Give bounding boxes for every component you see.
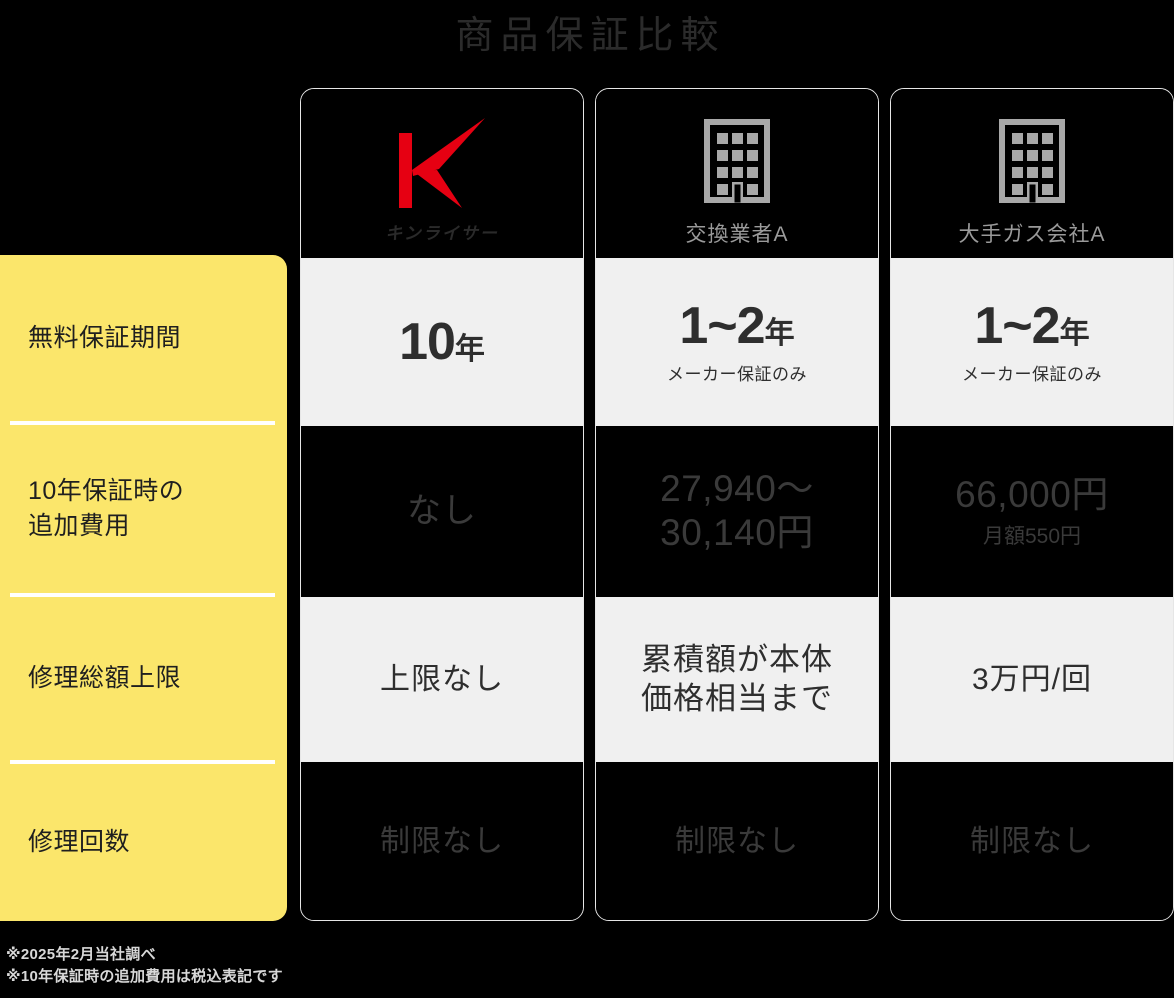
cell-unit: 年 bbox=[1059, 317, 1090, 351]
cell-vendor-a-extra-cost-10y: 27,940〜 30,140円 bbox=[596, 426, 878, 597]
row-label-repair-count: 修理回数 bbox=[0, 764, 287, 921]
cell-number: 1~2 bbox=[679, 297, 765, 356]
footnote-item: ※2025年2月当社調べ bbox=[6, 946, 156, 963]
footnote-item: ※10年保証時の追加費用は税込表記です bbox=[6, 968, 283, 985]
cell-main-value: 66,000円 bbox=[955, 474, 1109, 516]
comparison-columns: キンライサー 10年 なし 上限なし 制限なし bbox=[300, 88, 1174, 921]
page-title: 商品保証比較 bbox=[455, 15, 726, 57]
cell-main-value: 上限なし bbox=[380, 663, 504, 697]
column-header-exchange-vendor-a: 交換業者A bbox=[596, 89, 878, 258]
cell-kinraisa-repair-total-cap: 上限なし bbox=[301, 596, 583, 763]
row-label-text: 10年保証時の 追加費用 bbox=[28, 474, 184, 543]
cell-main-value: 制限なし bbox=[970, 824, 1094, 858]
row-separator bbox=[10, 759, 275, 764]
cell-sub-note: 月額550円 bbox=[982, 524, 1082, 548]
cell-main-value: 1~2年 bbox=[679, 299, 794, 354]
cell-gas-a-repair-total-cap: 3万円/回 bbox=[891, 596, 1173, 763]
row-separator bbox=[10, 592, 275, 597]
column-header-major-gas-company-a: 大手ガス会社A bbox=[891, 89, 1173, 258]
row-label-text: 修理回数 bbox=[28, 828, 131, 857]
cell-vendor-a-repair-total-cap: 累積額が本体 価格相当まで bbox=[596, 596, 878, 763]
cell-gas-a-free-warranty-period: 1~2年 メーカー保証のみ bbox=[891, 257, 1173, 427]
cell-kinraisa-free-warranty-period: 10年 bbox=[301, 257, 583, 427]
cell-main-value: 制限なし bbox=[380, 824, 504, 858]
cell-kinraisa-extra-cost-10y: なし bbox=[301, 426, 583, 597]
cell-number: 1~2 bbox=[974, 297, 1060, 356]
row-label-extra-cost-10y: 10年保証時の 追加費用 bbox=[0, 425, 287, 593]
comparison-column-major-gas-company-a: 大手ガス会社A 1~2年 メーカー保証のみ 66,000円 月額550円 3万円… bbox=[890, 88, 1174, 921]
brand-name-label: キンライサー bbox=[385, 224, 499, 243]
cell-main-value: 3万円/回 bbox=[971, 663, 1093, 697]
cell-line1: 27,940〜 bbox=[660, 468, 814, 510]
cell-gas-a-extra-cost-10y: 66,000円 月額550円 bbox=[891, 426, 1173, 597]
row-label-free-warranty-period: 無料保証期間 bbox=[0, 255, 287, 421]
kinraisa-k-logo-icon bbox=[377, 113, 507, 223]
row-label-repair-total-cap: 修理総額上限 bbox=[0, 597, 287, 760]
cell-main-value: 10年 bbox=[399, 312, 485, 371]
comparison-column-exchange-vendor-a: 交換業者A 1~2年 メーカー保証のみ 27,940〜 30,140円 累積額が… bbox=[595, 88, 879, 921]
cell-vendor-a-repair-count: 制限なし bbox=[596, 762, 878, 920]
cell-line1: 累積額が本体 bbox=[641, 641, 833, 677]
row-separator bbox=[10, 420, 275, 425]
cell-main-value: なし bbox=[407, 491, 477, 530]
column-header-kinraisa: キンライサー bbox=[301, 89, 583, 258]
cell-unit: 年 bbox=[454, 332, 485, 366]
cell-main-value: 27,940〜 30,140円 bbox=[660, 467, 814, 556]
row-label-text: 無料保証期間 bbox=[28, 323, 182, 352]
cell-line2: 30,140円 bbox=[660, 512, 814, 554]
building-icon bbox=[704, 119, 770, 208]
cell-line2: 価格相当まで bbox=[641, 680, 833, 716]
row-label-line1: 10年保証時の bbox=[28, 477, 185, 506]
cell-main-value: 累積額が本体 価格相当まで bbox=[641, 641, 833, 719]
row-label-text: 修理総額上限 bbox=[28, 664, 182, 693]
cell-main-value: 1~2年 bbox=[974, 299, 1089, 354]
building-icon bbox=[999, 119, 1065, 208]
cell-unit: 年 bbox=[764, 317, 795, 351]
cell-main-value: 制限なし bbox=[675, 824, 799, 858]
comparison-column-kinraisa: キンライサー 10年 なし 上限なし 制限なし bbox=[300, 88, 584, 921]
column-header-label: 交換業者A bbox=[685, 223, 789, 246]
footnotes: ※2025年2月当社調べ ※10年保証時の追加費用は税込表記です bbox=[6, 944, 283, 988]
row-label-line2: 追加費用 bbox=[28, 511, 131, 540]
row-label-panel: 無料保証期間 10年保証時の 追加費用 修理総額上限 修理回数 bbox=[0, 255, 287, 921]
cell-number: 10 bbox=[399, 312, 456, 371]
column-header-label: 大手ガス会社A bbox=[958, 223, 1106, 246]
cell-sub-note: メーカー保証のみ bbox=[962, 364, 1102, 384]
cell-kinraisa-repair-count: 制限なし bbox=[301, 762, 583, 920]
cell-vendor-a-free-warranty-period: 1~2年 メーカー保証のみ bbox=[596, 257, 878, 427]
cell-sub-note: メーカー保証のみ bbox=[667, 364, 807, 384]
cell-gas-a-repair-count: 制限なし bbox=[891, 762, 1173, 920]
